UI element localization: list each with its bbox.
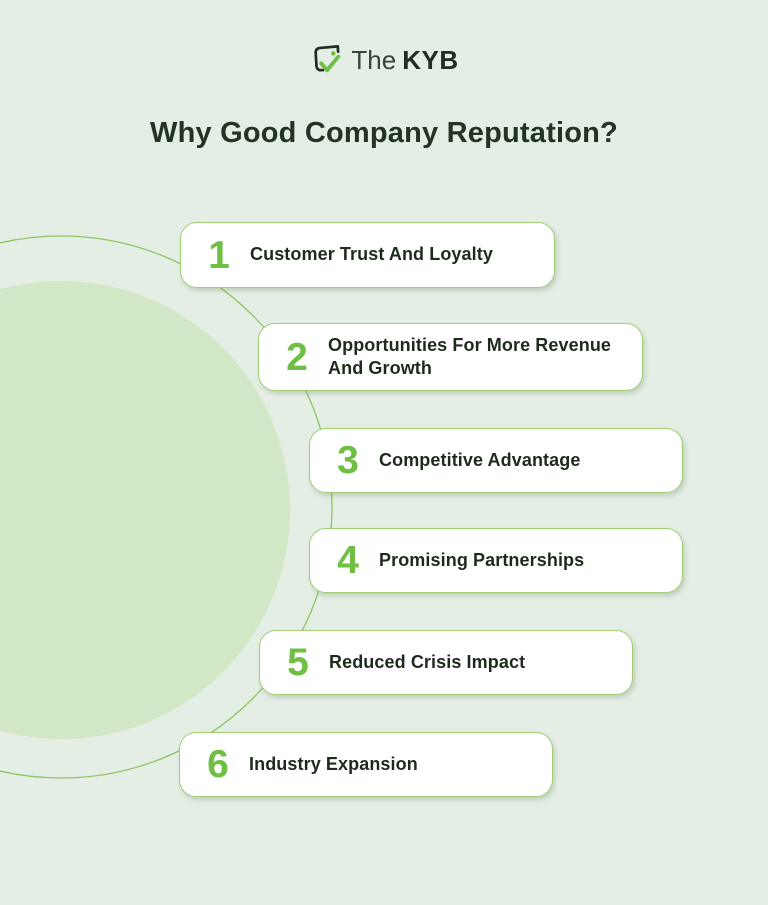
- benefit-label: Reduced Crisis Impact: [329, 651, 526, 672]
- benefit-number: 4: [337, 539, 359, 582]
- benefit-number: 5: [287, 641, 309, 684]
- benefit-card-5: 5 Reduced Crisis Impact: [259, 630, 633, 695]
- benefit-card-1: 1 Customer Trust And Loyalty: [180, 222, 555, 288]
- page-title: Why Good Company Reputation?: [150, 117, 618, 149]
- brand-name: The KYB: [351, 47, 458, 73]
- benefit-number: 6: [207, 743, 229, 786]
- brand-name-kyb: KYB: [402, 44, 459, 75]
- benefit-number: 1: [208, 233, 230, 277]
- brand-logo: The KYB: [0, 42, 768, 77]
- brand-name-the: The: [351, 44, 397, 75]
- benefit-card-2: 2 Opportunities For More Revenue And Gro…: [258, 323, 643, 391]
- benefit-number: 3: [337, 439, 359, 482]
- kyb-checkmark-shield-icon: [314, 45, 341, 73]
- benefit-label: Opportunities For More Revenue And Growt…: [328, 334, 612, 378]
- benefit-card-4: 4 Promising Partnerships: [309, 528, 683, 593]
- benefit-label: Competitive Advantage: [379, 449, 581, 470]
- connector-ring: [0, 235, 333, 779]
- benefit-card-3: 3 Competitive Advantage: [309, 428, 683, 493]
- filled-circle-decoration: [0, 281, 290, 739]
- benefit-label: Industry Expansion: [249, 753, 418, 774]
- benefit-card-6: 6 Industry Expansion: [179, 732, 553, 797]
- benefit-number: 2: [286, 335, 308, 379]
- benefit-label: Promising Partnerships: [379, 549, 585, 570]
- benefit-label: Customer Trust And Loyalty: [250, 244, 493, 265]
